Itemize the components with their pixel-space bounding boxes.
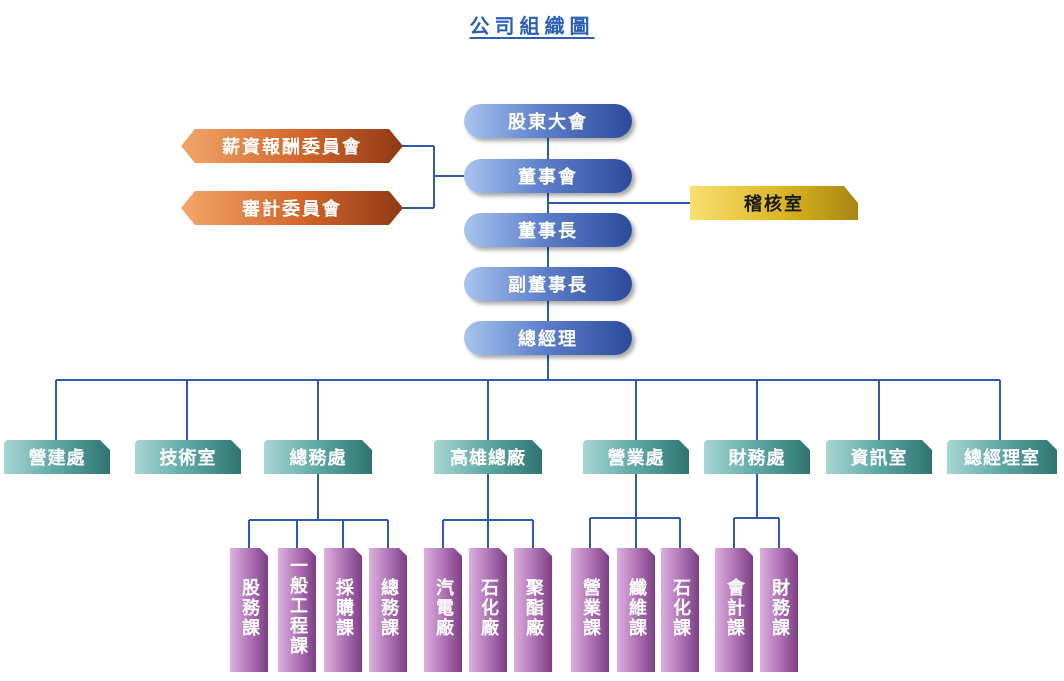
node-section: 總務課 [369, 548, 407, 672]
node-board-of-directors: 董事會 [464, 159, 632, 193]
node-department: 財務處 [704, 440, 810, 474]
node-section: 聚酯廠 [514, 548, 552, 672]
node-department: 營業處 [583, 440, 689, 474]
node-department: 總務處 [264, 440, 372, 474]
node-section: 石化廠 [469, 548, 507, 672]
node-audit-committee: 審計委員會 [181, 191, 403, 225]
node-department: 營建處 [4, 440, 110, 474]
node-section: 一般工程課 [278, 548, 316, 672]
node-section: 石化課 [661, 548, 699, 672]
node-section: 財務課 [760, 548, 798, 672]
node-section: 纖維課 [617, 548, 655, 672]
node-section: 股務課 [230, 548, 268, 672]
node-section: 會計課 [715, 548, 753, 672]
node-section: 汽電廠 [424, 548, 462, 672]
node-section: 營業課 [571, 548, 609, 672]
chart-title: 公司組織圖 [0, 10, 1064, 39]
node-department: 總經理室 [947, 440, 1057, 474]
node-audit-office: 稽核室 [690, 186, 858, 220]
node-department: 技術室 [135, 440, 241, 474]
chart-title-text: 公司組織圖 [469, 14, 595, 38]
node-shareholders-meeting: 股東大會 [464, 104, 632, 138]
node-remuneration-committee: 薪資報酬委員會 [181, 129, 403, 163]
node-department: 資訊室 [826, 440, 932, 474]
node-vice-chairman: 副董事長 [464, 267, 632, 301]
node-chairman: 董事長 [464, 213, 632, 247]
node-general-manager: 總經理 [464, 321, 632, 355]
node-department: 高雄總廠 [434, 440, 542, 474]
node-section: 採購課 [324, 548, 362, 672]
